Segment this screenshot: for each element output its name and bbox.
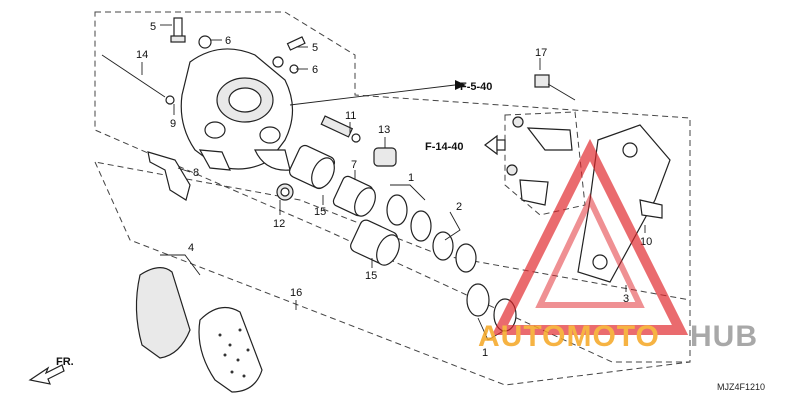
pad-spring <box>147 151 191 201</box>
pin-boot <box>373 147 397 167</box>
pad-set-boundary <box>94 161 691 386</box>
caliper-assembly-boundary <box>94 11 691 363</box>
part-number-14: 14 <box>136 49 148 61</box>
pad-pin <box>101 54 175 105</box>
part-number-3: 3 <box>623 293 629 305</box>
leader-lines <box>141 24 646 341</box>
bracket-clip-parts <box>506 116 573 206</box>
part-number-5: 5 <box>312 42 318 54</box>
part-number-9: 9 <box>170 118 176 130</box>
seal-ring-upper-3 <box>432 231 454 261</box>
watermark-triangle-icon <box>491 138 689 335</box>
seal-ring-upper-4 <box>455 243 477 273</box>
part-number-1: 1 <box>482 347 488 359</box>
front-arrow-icon <box>28 364 65 385</box>
part-number-2: 2 <box>456 201 462 213</box>
brake-pad-right <box>198 306 263 393</box>
seal-ring-upper-1 <box>386 194 408 226</box>
bleeder-top <box>170 17 212 49</box>
front-marker: FR. <box>28 356 74 385</box>
part-number-17: 17 <box>535 47 547 59</box>
bracket-bolt <box>534 74 576 101</box>
pin-bolt <box>276 183 294 201</box>
part-number-15: 15 <box>365 270 377 282</box>
bleeder-mid <box>272 36 306 74</box>
ref-f5-arrow <box>289 80 466 106</box>
piston-lower <box>350 219 400 266</box>
watermark: AUTOMOTO HUB <box>478 138 758 353</box>
part-number-15: 15 <box>314 206 326 218</box>
watermark-text-1: AUTOMOTO <box>478 320 660 353</box>
diagram-code: MJZ4F1210 <box>717 382 765 392</box>
ref-label-f14: F-14-40 <box>425 141 464 153</box>
part-number-16: 16 <box>290 287 302 299</box>
part-number-6: 6 <box>312 64 318 76</box>
ref-label-f5: F-5-40 <box>460 81 492 93</box>
part-number-12: 12 <box>273 218 285 230</box>
part-number-4: 4 <box>188 242 194 254</box>
part-number-13: 13 <box>378 124 390 136</box>
seal-ring-lower-1 <box>466 283 490 317</box>
brake-pad-left <box>135 267 191 359</box>
part-number-1: 1 <box>408 172 414 184</box>
front-label: FR. <box>56 356 74 368</box>
ref-f14-arrow <box>484 134 506 156</box>
caliper-body <box>180 48 294 171</box>
seal-ring-upper-2 <box>410 210 432 242</box>
part-number-11: 11 <box>345 110 356 122</box>
part-number-6: 6 <box>225 35 231 47</box>
piston-small <box>332 175 376 217</box>
watermark-text-2: HUB <box>690 320 758 353</box>
part-number-7: 7 <box>351 159 357 171</box>
piston-upper <box>288 144 336 190</box>
part-number-8: 8 <box>193 167 199 179</box>
part-number-5: 5 <box>150 21 156 33</box>
